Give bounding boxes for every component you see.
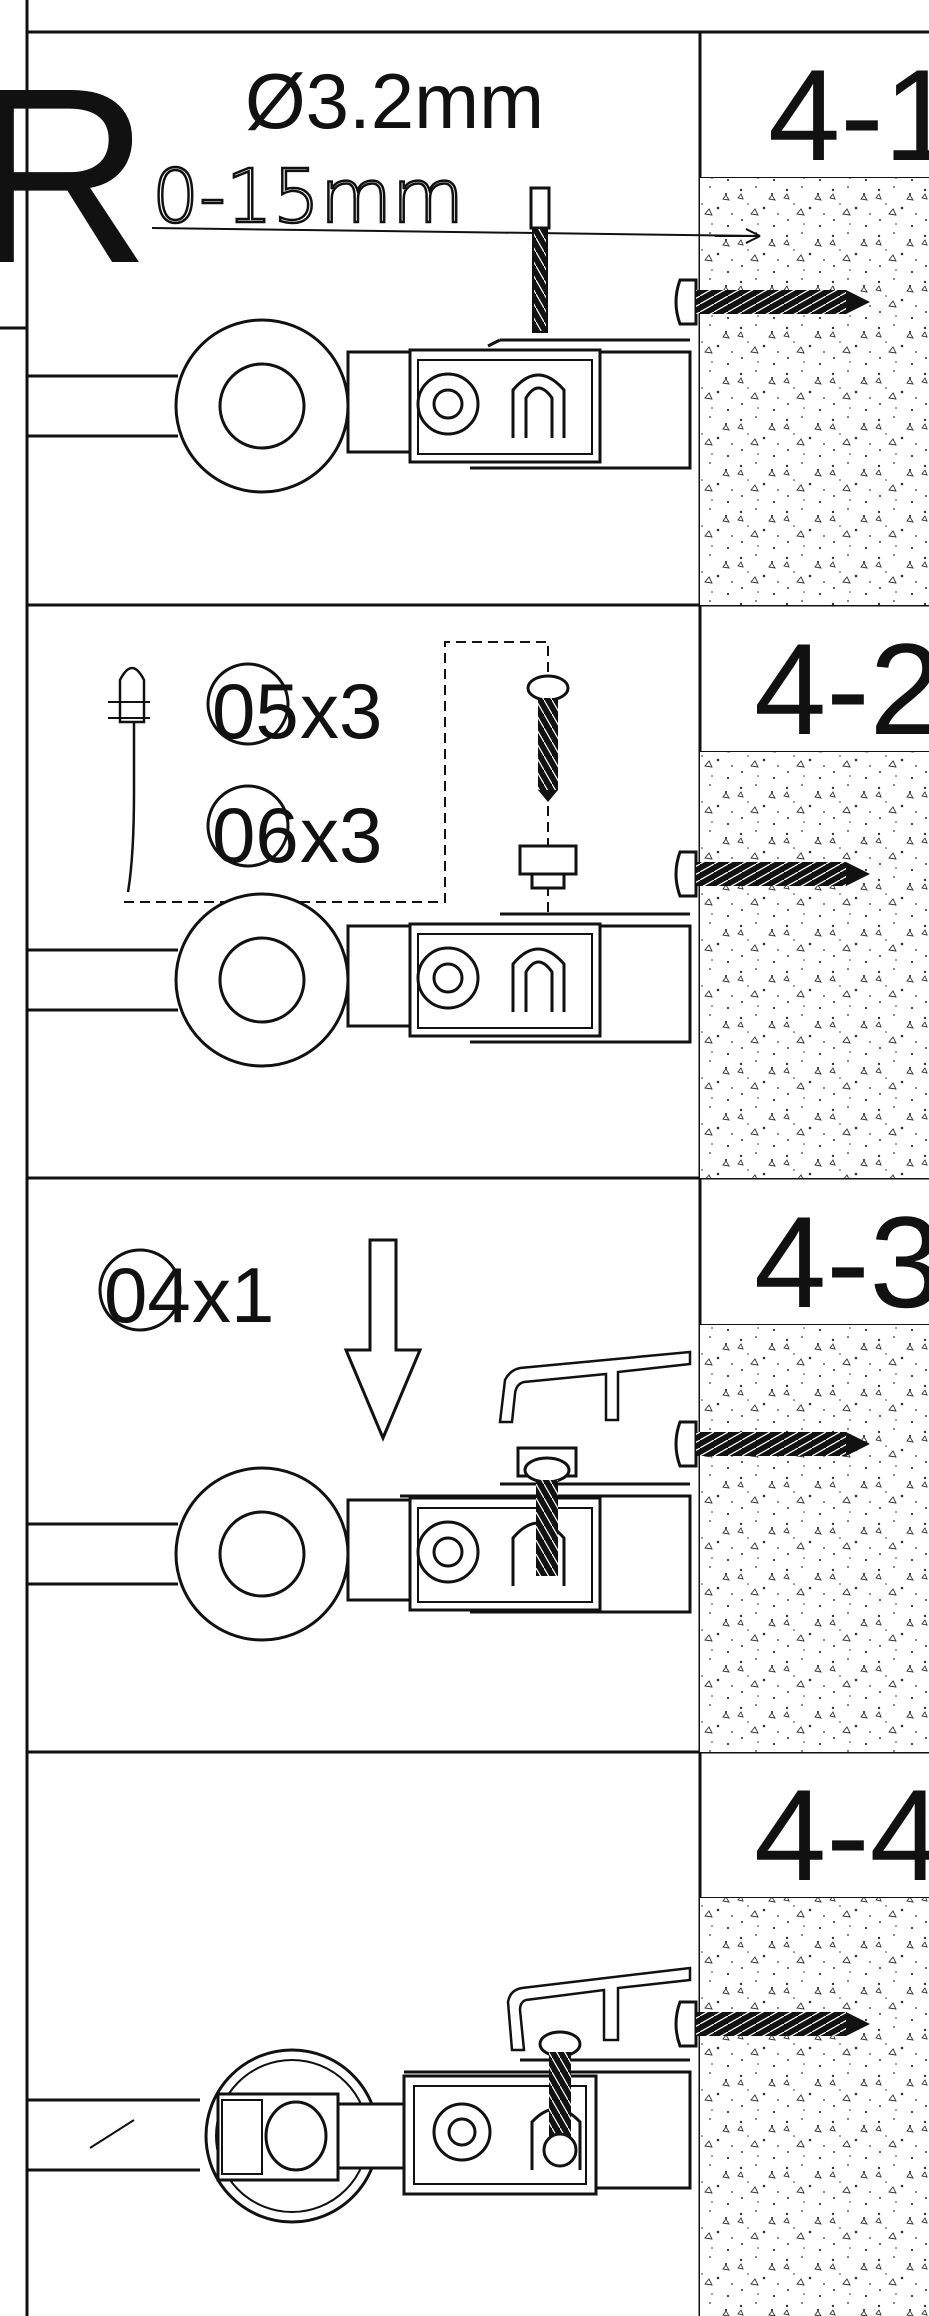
step-label-4-1: 4-1 (768, 42, 929, 188)
part-qty-05: x3 (300, 667, 382, 755)
part-icon-05 (108, 666, 150, 893)
step-label-4-2: 4-2 (754, 616, 929, 762)
cover-profile-installed-icon (506, 1966, 692, 2052)
part-badge-06 (206, 784, 290, 868)
step-4-3: 04 x1 (27, 1238, 870, 1642)
part-badge-05 (206, 662, 290, 746)
wall-4-2 (700, 752, 929, 1178)
step-label-4-4: 4-4 (754, 1762, 929, 1908)
part-number-04: 04 (104, 1251, 191, 1339)
drill-bit-icon (529, 186, 551, 333)
wall-screw-icon-3 (674, 1420, 870, 1468)
wall-screw-icon (674, 278, 870, 326)
cover-profile-icon (498, 1350, 692, 1424)
wall-sections (700, 178, 929, 2316)
wall-screw-icon-4 (674, 2000, 870, 2048)
step-4-4 (27, 1966, 870, 2224)
step-4-2: 05 x3 06 x3 (27, 641, 870, 1068)
drill-size-label: Ø3.2mm (245, 57, 544, 145)
mounting-screw-icon (526, 674, 570, 802)
title-fragment: R (0, 36, 151, 315)
part-number-06: 06 (212, 791, 299, 879)
step-label-4-3: 4-3 (754, 1189, 929, 1335)
depth-range-label: 0-15mm (152, 154, 464, 240)
step-4-1: Ø3.2mm 0-15mm (27, 57, 870, 494)
wall-4-4 (700, 1898, 929, 2316)
wall-4-1 (700, 178, 929, 605)
inserted-screw-icon (516, 1446, 578, 1576)
part-badge-04 (98, 1248, 182, 1332)
wall-4-3 (700, 1325, 929, 1752)
part-qty-04: x1 (192, 1251, 274, 1339)
wall-screw-icon-2 (674, 850, 870, 898)
bracket-clip-icon (518, 844, 578, 890)
part-qty-06: x3 (300, 791, 382, 879)
down-arrow-icon (343, 1238, 423, 1442)
installed-screw-icon (538, 2030, 582, 2168)
part-number-05: 05 (212, 667, 299, 755)
